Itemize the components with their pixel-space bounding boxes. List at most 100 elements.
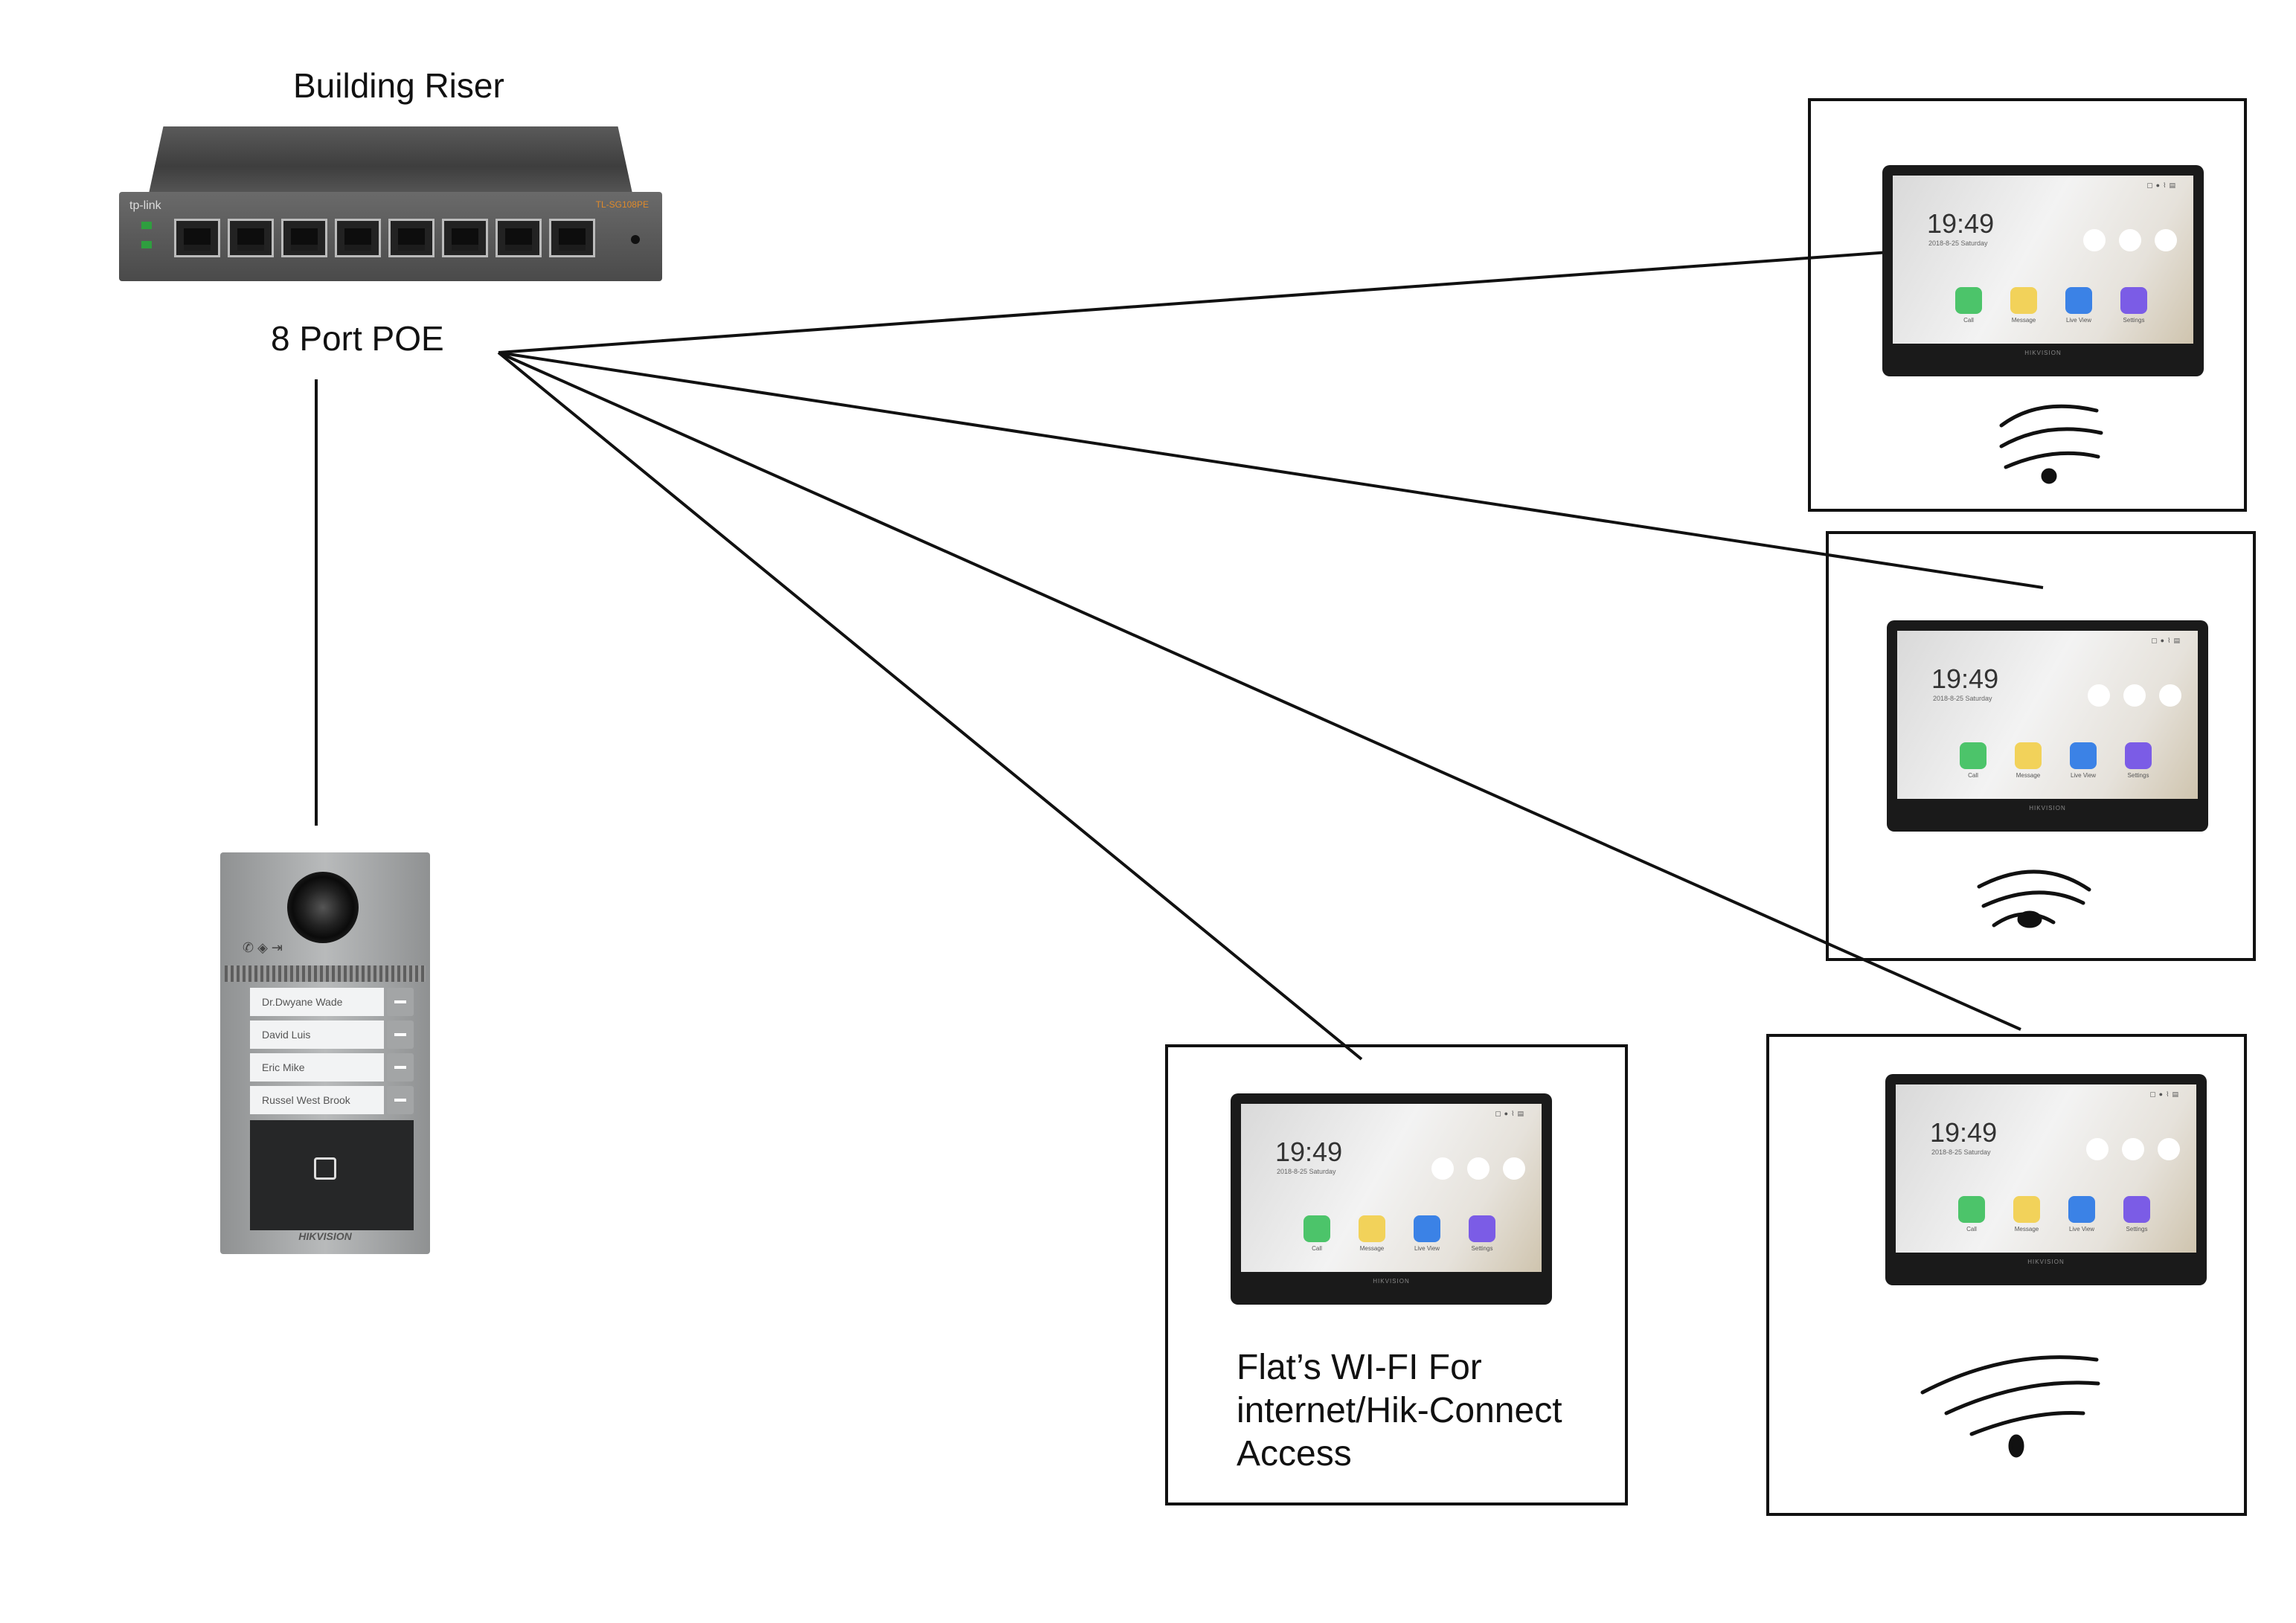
monitor-date: 2018-8-25 Saturday bbox=[1277, 1168, 1336, 1175]
door-station-logo: HIKVISION bbox=[298, 1230, 352, 1242]
call-app-icon[interactable] bbox=[1303, 1215, 1330, 1242]
message-app-icon[interactable] bbox=[2013, 1196, 2040, 1223]
message-app-icon[interactable] bbox=[2010, 287, 2037, 314]
app-caption: Message bbox=[1359, 1245, 1385, 1252]
monitor-time: 19:49 bbox=[1931, 663, 1999, 694]
monitor-logo: HIKVISION bbox=[2027, 1259, 2065, 1265]
flat-box-2 bbox=[1826, 531, 2256, 961]
call-app-icon[interactable] bbox=[1960, 742, 1986, 769]
indoor-monitor: ▢●⌇▤ 19:49 2018-8-25 Saturday Call Messa… bbox=[1882, 165, 2204, 376]
door-status-icons: ✆ ◈ ⇥ bbox=[243, 940, 283, 955]
quick-button[interactable] bbox=[2086, 1138, 2109, 1160]
speaker-grille bbox=[225, 965, 426, 982]
call-button[interactable] bbox=[387, 1021, 414, 1049]
monitor-date: 2018-8-25 Saturday bbox=[1928, 240, 1988, 247]
card-icon bbox=[314, 1157, 336, 1180]
switch-caption: 8 Port POE bbox=[271, 319, 444, 358]
app-caption: Message bbox=[2016, 772, 2041, 779]
nameplate: Dr.Dwyane Wade bbox=[250, 988, 384, 1016]
flat-box-wifi bbox=[1165, 1044, 1628, 1505]
wifi-icon-monitor-2 bbox=[1977, 870, 2091, 928]
switch-port bbox=[549, 219, 595, 257]
poe-switch: tp-link TL-SG108PE bbox=[119, 126, 662, 283]
flat-wifi-note-line: Access bbox=[1237, 1434, 1352, 1473]
app-caption: Live View bbox=[1414, 1245, 1440, 1252]
home-button[interactable] bbox=[1503, 1157, 1525, 1180]
monitor-logo: HIKVISION bbox=[1373, 1278, 1410, 1285]
monitor-screen: ▢●⌇▤ 19:49 2018-8-25 Saturday Call Messa… bbox=[1893, 176, 2193, 344]
monitor-time: 19:49 bbox=[1275, 1137, 1343, 1167]
quick-button[interactable] bbox=[2122, 1138, 2144, 1160]
app-caption: Live View bbox=[2065, 317, 2092, 324]
monitor-screen: ▢●⌇▤ 19:49 2018-8-25 Saturday Call Messa… bbox=[1241, 1104, 1542, 1272]
door-station: ✆ ◈ ⇥ Dr.Dwyane Wade David Luis Eric Mik… bbox=[220, 852, 430, 1254]
monitor-date: 2018-8-25 Saturday bbox=[1931, 1148, 1991, 1156]
app-caption: Live View bbox=[2070, 772, 2097, 779]
switch-port bbox=[388, 219, 434, 257]
home-button[interactable] bbox=[2155, 229, 2177, 251]
monitor-logo: HIKVISION bbox=[2024, 350, 2062, 356]
status-bar-icons: ▢●⌇▤ bbox=[2146, 181, 2178, 189]
indoor-monitor: ▢●⌇▤ 19:49 2018-8-25 Saturday Call Messa… bbox=[1887, 620, 2208, 832]
switch-brand: tp-link bbox=[129, 199, 161, 212]
monitor-logo: HIKVISION bbox=[2029, 805, 2066, 812]
indoor-monitor: ▢●⌇▤ 19:49 2018-8-25 Saturday Call Messa… bbox=[1885, 1074, 2207, 1285]
wifi-icon-monitor-3 bbox=[1920, 1355, 2100, 1458]
call-app-icon[interactable] bbox=[1958, 1196, 1985, 1223]
nameplate: Russel West Brook bbox=[250, 1086, 384, 1114]
flat-wifi-note-line: internet/Hik-Connect bbox=[1237, 1391, 1562, 1430]
home-button[interactable] bbox=[2159, 684, 2181, 707]
switch-port bbox=[174, 219, 220, 257]
app-caption: Message bbox=[2014, 1226, 2039, 1232]
live-view-app-icon[interactable] bbox=[2070, 742, 2097, 769]
live-view-app-icon[interactable] bbox=[2068, 1196, 2095, 1223]
quick-button[interactable] bbox=[2119, 229, 2141, 251]
app-caption: Call bbox=[1963, 317, 1974, 324]
call-button[interactable] bbox=[387, 1086, 414, 1114]
call-button[interactable] bbox=[387, 1053, 414, 1082]
app-caption: Settings bbox=[2126, 1226, 2148, 1232]
app-caption: Settings bbox=[2127, 772, 2149, 779]
app-caption: Message bbox=[2011, 317, 2036, 324]
settings-app-icon[interactable] bbox=[1469, 1215, 1495, 1242]
switch-port bbox=[228, 219, 274, 257]
status-bar-icons: ▢●⌇▤ bbox=[2151, 637, 2183, 644]
app-caption: Settings bbox=[2123, 317, 2145, 324]
switch-model: TL-SG108PE bbox=[595, 199, 649, 210]
flat-wifi-note: Flat’s WI-FI For internet/Hik-Connect Ac… bbox=[1237, 1346, 1562, 1476]
live-view-app-icon[interactable] bbox=[1414, 1215, 1440, 1242]
call-app-icon[interactable] bbox=[1955, 287, 1982, 314]
quick-button[interactable] bbox=[2083, 229, 2106, 251]
live-view-app-icon[interactable] bbox=[2065, 287, 2092, 314]
message-app-icon[interactable] bbox=[2015, 742, 2042, 769]
flat-box-1 bbox=[1808, 98, 2247, 512]
status-bar-icons: ▢●⌇▤ bbox=[1495, 1110, 1527, 1117]
monitor-date: 2018-8-25 Saturday bbox=[1933, 695, 1992, 702]
nameplate: Eric Mike bbox=[250, 1053, 384, 1082]
settings-app-icon[interactable] bbox=[2125, 742, 2152, 769]
card-reader bbox=[250, 1120, 414, 1230]
monitor-time: 19:49 bbox=[1927, 208, 1995, 239]
message-app-icon[interactable] bbox=[1359, 1215, 1385, 1242]
quick-button[interactable] bbox=[1431, 1157, 1454, 1180]
nameplate: David Luis bbox=[250, 1021, 384, 1049]
home-button[interactable] bbox=[2158, 1138, 2180, 1160]
flat-wifi-note-line: Flat’s WI-FI For bbox=[1237, 1348, 1482, 1387]
monitor-screen: ▢●⌇▤ 19:49 2018-8-25 Saturday Call Messa… bbox=[1897, 631, 2198, 799]
switch-port bbox=[281, 219, 327, 257]
settings-app-icon[interactable] bbox=[2123, 1196, 2150, 1223]
app-caption: Call bbox=[1966, 1226, 1977, 1232]
quick-button[interactable] bbox=[1467, 1157, 1489, 1180]
flat-box-3 bbox=[1766, 1034, 2247, 1516]
quick-button[interactable] bbox=[2088, 684, 2110, 707]
settings-app-icon[interactable] bbox=[2120, 287, 2147, 314]
switch-port bbox=[496, 219, 542, 257]
camera-lens bbox=[287, 872, 359, 943]
quick-button[interactable] bbox=[2123, 684, 2146, 707]
app-caption: Call bbox=[1312, 1245, 1322, 1252]
status-bar-icons: ▢●⌇▤ bbox=[2149, 1090, 2181, 1098]
call-button[interactable] bbox=[387, 988, 414, 1016]
switch-port bbox=[335, 219, 381, 257]
indoor-monitor: ▢●⌇▤ 19:49 2018-8-25 Saturday Call Messa… bbox=[1231, 1093, 1552, 1305]
